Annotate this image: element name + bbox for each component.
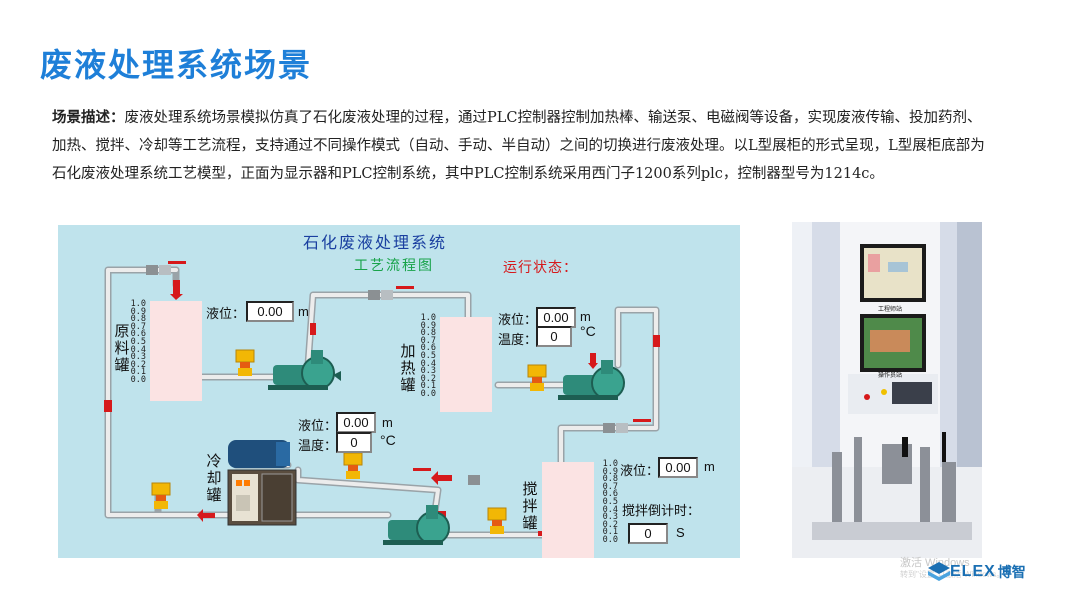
mix-tank-name: 搅拌罐 xyxy=(522,480,538,532)
logo-brand: ELEX xyxy=(950,563,996,580)
heat-tank-level-label: 液位： xyxy=(498,313,538,328)
cool-tank-level-label: 液位： xyxy=(298,419,338,434)
solenoid-valves xyxy=(151,349,547,534)
raw-tank xyxy=(150,301,202,401)
mix-tank-level-unit: m xyxy=(704,459,715,474)
page-title: 废液处理系统场景 xyxy=(40,46,313,84)
logo-cn: 博智 xyxy=(997,565,1026,581)
cool-tank-temp-value: 0 xyxy=(336,432,372,453)
mix-tank-level-label: 液位： xyxy=(620,464,660,479)
mix-tank-level-value: 0.00 xyxy=(658,457,698,478)
raw-tank-level-value: 0.00 xyxy=(246,301,294,322)
heat-tank-level-value: 0.00 xyxy=(536,307,576,328)
heat-tank-name: 加热罐 xyxy=(400,342,416,394)
cabinet-illustration xyxy=(792,222,982,558)
raw-tank-level-unit: m xyxy=(298,304,309,319)
logo-icon xyxy=(928,562,950,581)
heat-tank-temp-unit: °C xyxy=(580,323,596,339)
heat-tank xyxy=(440,317,492,412)
scene-description: 场景描述：废液处理系统场景模拟仿真了石化废液处理的过程，通过PLC控制器控制加热… xyxy=(52,104,987,188)
mix-countdown-value: 0 xyxy=(628,523,668,544)
heat-tank-temp-value: 0 xyxy=(536,326,572,347)
mix-countdown-label: 搅拌倒计时： xyxy=(622,504,701,519)
cool-tank-temp-label: 温度： xyxy=(298,439,338,454)
heat-tank-level-unit: m xyxy=(580,309,591,324)
pumps xyxy=(268,350,625,545)
hmi-title: 石化废液处理系统 xyxy=(303,233,448,252)
cool-tank-level-value: 0.00 xyxy=(336,412,376,433)
cool-tank-level-unit: m xyxy=(382,415,393,430)
cabinet-photo: 工程师站 操作员站 xyxy=(792,222,982,558)
raw-tank-name: 原料罐 xyxy=(114,322,130,374)
raw-tank-level-label: 液位： xyxy=(206,307,246,322)
elex-logo: ELEX 博智 xyxy=(928,560,1026,584)
cool-tank-temp-unit: °C xyxy=(380,432,396,448)
screen-bottom-label: 操作员站 xyxy=(878,372,903,379)
hand-valves xyxy=(146,261,651,485)
cool-tank-name: 冷却罐 xyxy=(206,452,222,504)
cooling-unit xyxy=(227,440,297,526)
mix-tank xyxy=(542,462,594,558)
watermark-line1: 激活 Windows xyxy=(900,557,970,569)
screen-top-label: 工程师站 xyxy=(878,306,903,313)
mix-countdown-unit: S xyxy=(676,525,685,540)
heat-tank-temp-label: 温度： xyxy=(498,333,538,348)
description-lead: 场景描述： xyxy=(52,109,125,126)
run-status-label: 运行状态： xyxy=(503,260,578,276)
description-body: 废液处理系统场景模拟仿真了石化废液处理的过程，通过PLC控制器控制加热棒、输送泵… xyxy=(52,110,985,182)
watermark-line2: 转到"设置"以激活 Windows。 xyxy=(900,570,1005,579)
hmi-subtitle: 工艺流程图 xyxy=(354,258,434,274)
